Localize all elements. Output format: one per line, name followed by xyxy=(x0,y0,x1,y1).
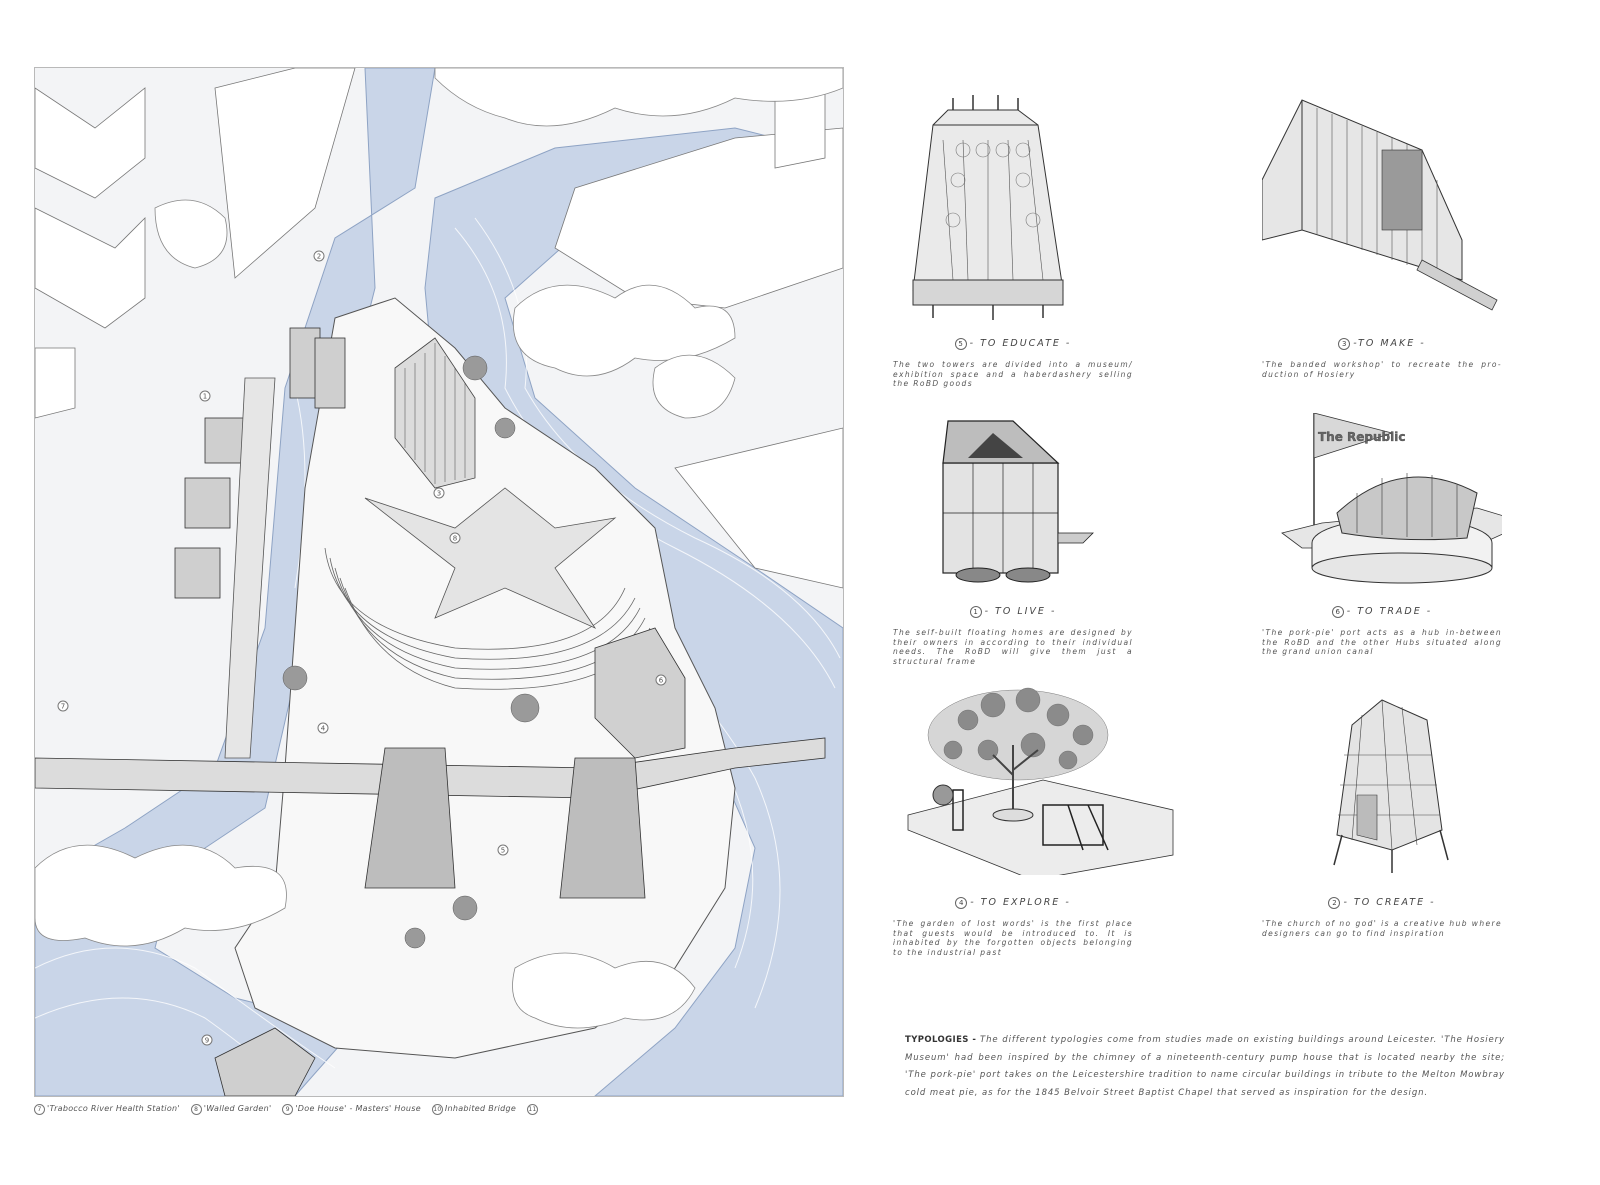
plan-marker-7: 7 xyxy=(57,700,69,712)
typology-card-trade: The Republic 6- TO TRADE - 'The pork-pie… xyxy=(1262,413,1502,657)
pork-pie-port xyxy=(594,627,686,759)
star-garden xyxy=(364,487,617,629)
typology-description: 'The garden of lost words' is the first … xyxy=(893,919,1133,957)
plan-marker-6: 6 xyxy=(655,674,667,686)
workshop-drawing xyxy=(1262,90,1502,311)
workshop-building xyxy=(394,337,476,489)
svg-text:1: 1 xyxy=(203,393,207,401)
typology-title: 2- TO CREATE - xyxy=(1262,897,1502,909)
flag-text: The Republic xyxy=(1318,430,1406,444)
typology-description: The self-built floating homes are design… xyxy=(893,628,1133,666)
typology-title: 6- TO TRADE - xyxy=(1262,606,1502,618)
tree-canopy xyxy=(927,687,1109,781)
typology-card-educate: 5- TO EDUCATE - The two towers are divid… xyxy=(893,90,1133,389)
plan-marker-9: 9 xyxy=(201,1034,213,1046)
typology-title: 1- TO LIVE - xyxy=(893,606,1133,618)
svg-text:7: 7 xyxy=(61,703,65,711)
bottom-shed xyxy=(214,1027,316,1096)
typologies-heading: TYPOLOGIES - xyxy=(905,1035,977,1045)
plan-marker-4: 4 xyxy=(317,722,329,734)
legend-item: 8'Walled Garden' xyxy=(190,1104,276,1115)
museum-towers xyxy=(364,747,646,899)
museum-tower-drawing xyxy=(893,90,1133,320)
typology-description: 'The church of no god' is a creative hub… xyxy=(1262,919,1502,938)
trees xyxy=(282,355,540,949)
typology-description: The two towers are divided into a museum… xyxy=(893,360,1133,388)
typology-card-make: 3-TO MAKE - 'The banded workshop' to rec… xyxy=(1262,90,1502,379)
svg-text:6: 6 xyxy=(659,677,664,685)
plan-legend-strip: 7'Trabocco River Health Station' 8'Walle… xyxy=(34,1104,842,1115)
plan-marker-3: 3 xyxy=(433,487,445,499)
typologies-paragraph: TYPOLOGIES - The different typologies co… xyxy=(905,1032,1505,1102)
svg-text:3: 3 xyxy=(437,490,441,498)
typology-title: 4- TO EXPLORE - xyxy=(893,897,1133,909)
promenade xyxy=(224,377,276,759)
garden-of-lost-words-drawing xyxy=(893,675,1183,875)
plan-marker-8: 8 xyxy=(449,532,461,544)
typology-card-live: 1- TO LIVE - The self-built floating hom… xyxy=(893,413,1133,666)
legend-item: 11 xyxy=(526,1104,538,1115)
clouds xyxy=(35,68,843,1029)
church-of-no-god-drawing xyxy=(1262,675,1502,875)
typology-title: 5- TO EDUCATE - xyxy=(893,338,1133,350)
svg-text:5: 5 xyxy=(501,847,505,855)
floating-homes xyxy=(174,327,346,599)
typology-card-explore: 4- TO EXPLORE - 'The garden of lost word… xyxy=(893,675,1183,957)
plan-marker-1: 1 xyxy=(199,390,211,402)
plan-marker-2: 2 xyxy=(313,250,325,262)
typologies-body: The different typologies come from studi… xyxy=(905,1035,1505,1098)
typology-description: 'The pork-pie' port acts as a hub in-bet… xyxy=(1262,628,1502,656)
plan-marker-5: 5 xyxy=(497,844,509,856)
typology-card-create: 2- TO CREATE - 'The church of no god' is… xyxy=(1262,675,1502,938)
legend-item: 9'Doe House' - Masters' House xyxy=(282,1104,425,1115)
pork-pie-port-drawing: The Republic xyxy=(1262,413,1502,588)
svg-text:2: 2 xyxy=(317,253,321,261)
plan-markers: 1 2 3 4 5 6 7 8 9 xyxy=(57,250,667,1046)
svg-text:9: 9 xyxy=(205,1037,209,1045)
svg-text:4: 4 xyxy=(321,725,326,733)
floating-home-drawing xyxy=(893,413,1133,588)
plan-svg: 1 2 3 4 5 6 7 8 9 xyxy=(35,68,843,1096)
legend-item: 7'Trabocco River Health Station' xyxy=(34,1104,184,1115)
typology-title: 3-TO MAKE - xyxy=(1262,338,1502,350)
typology-description: 'The banded workshop' to recreate the pr… xyxy=(1262,360,1502,379)
city-blocks xyxy=(35,68,843,589)
svg-text:8: 8 xyxy=(453,535,457,543)
master-plan-drawing: 1 2 3 4 5 6 7 8 9 xyxy=(34,67,844,1097)
